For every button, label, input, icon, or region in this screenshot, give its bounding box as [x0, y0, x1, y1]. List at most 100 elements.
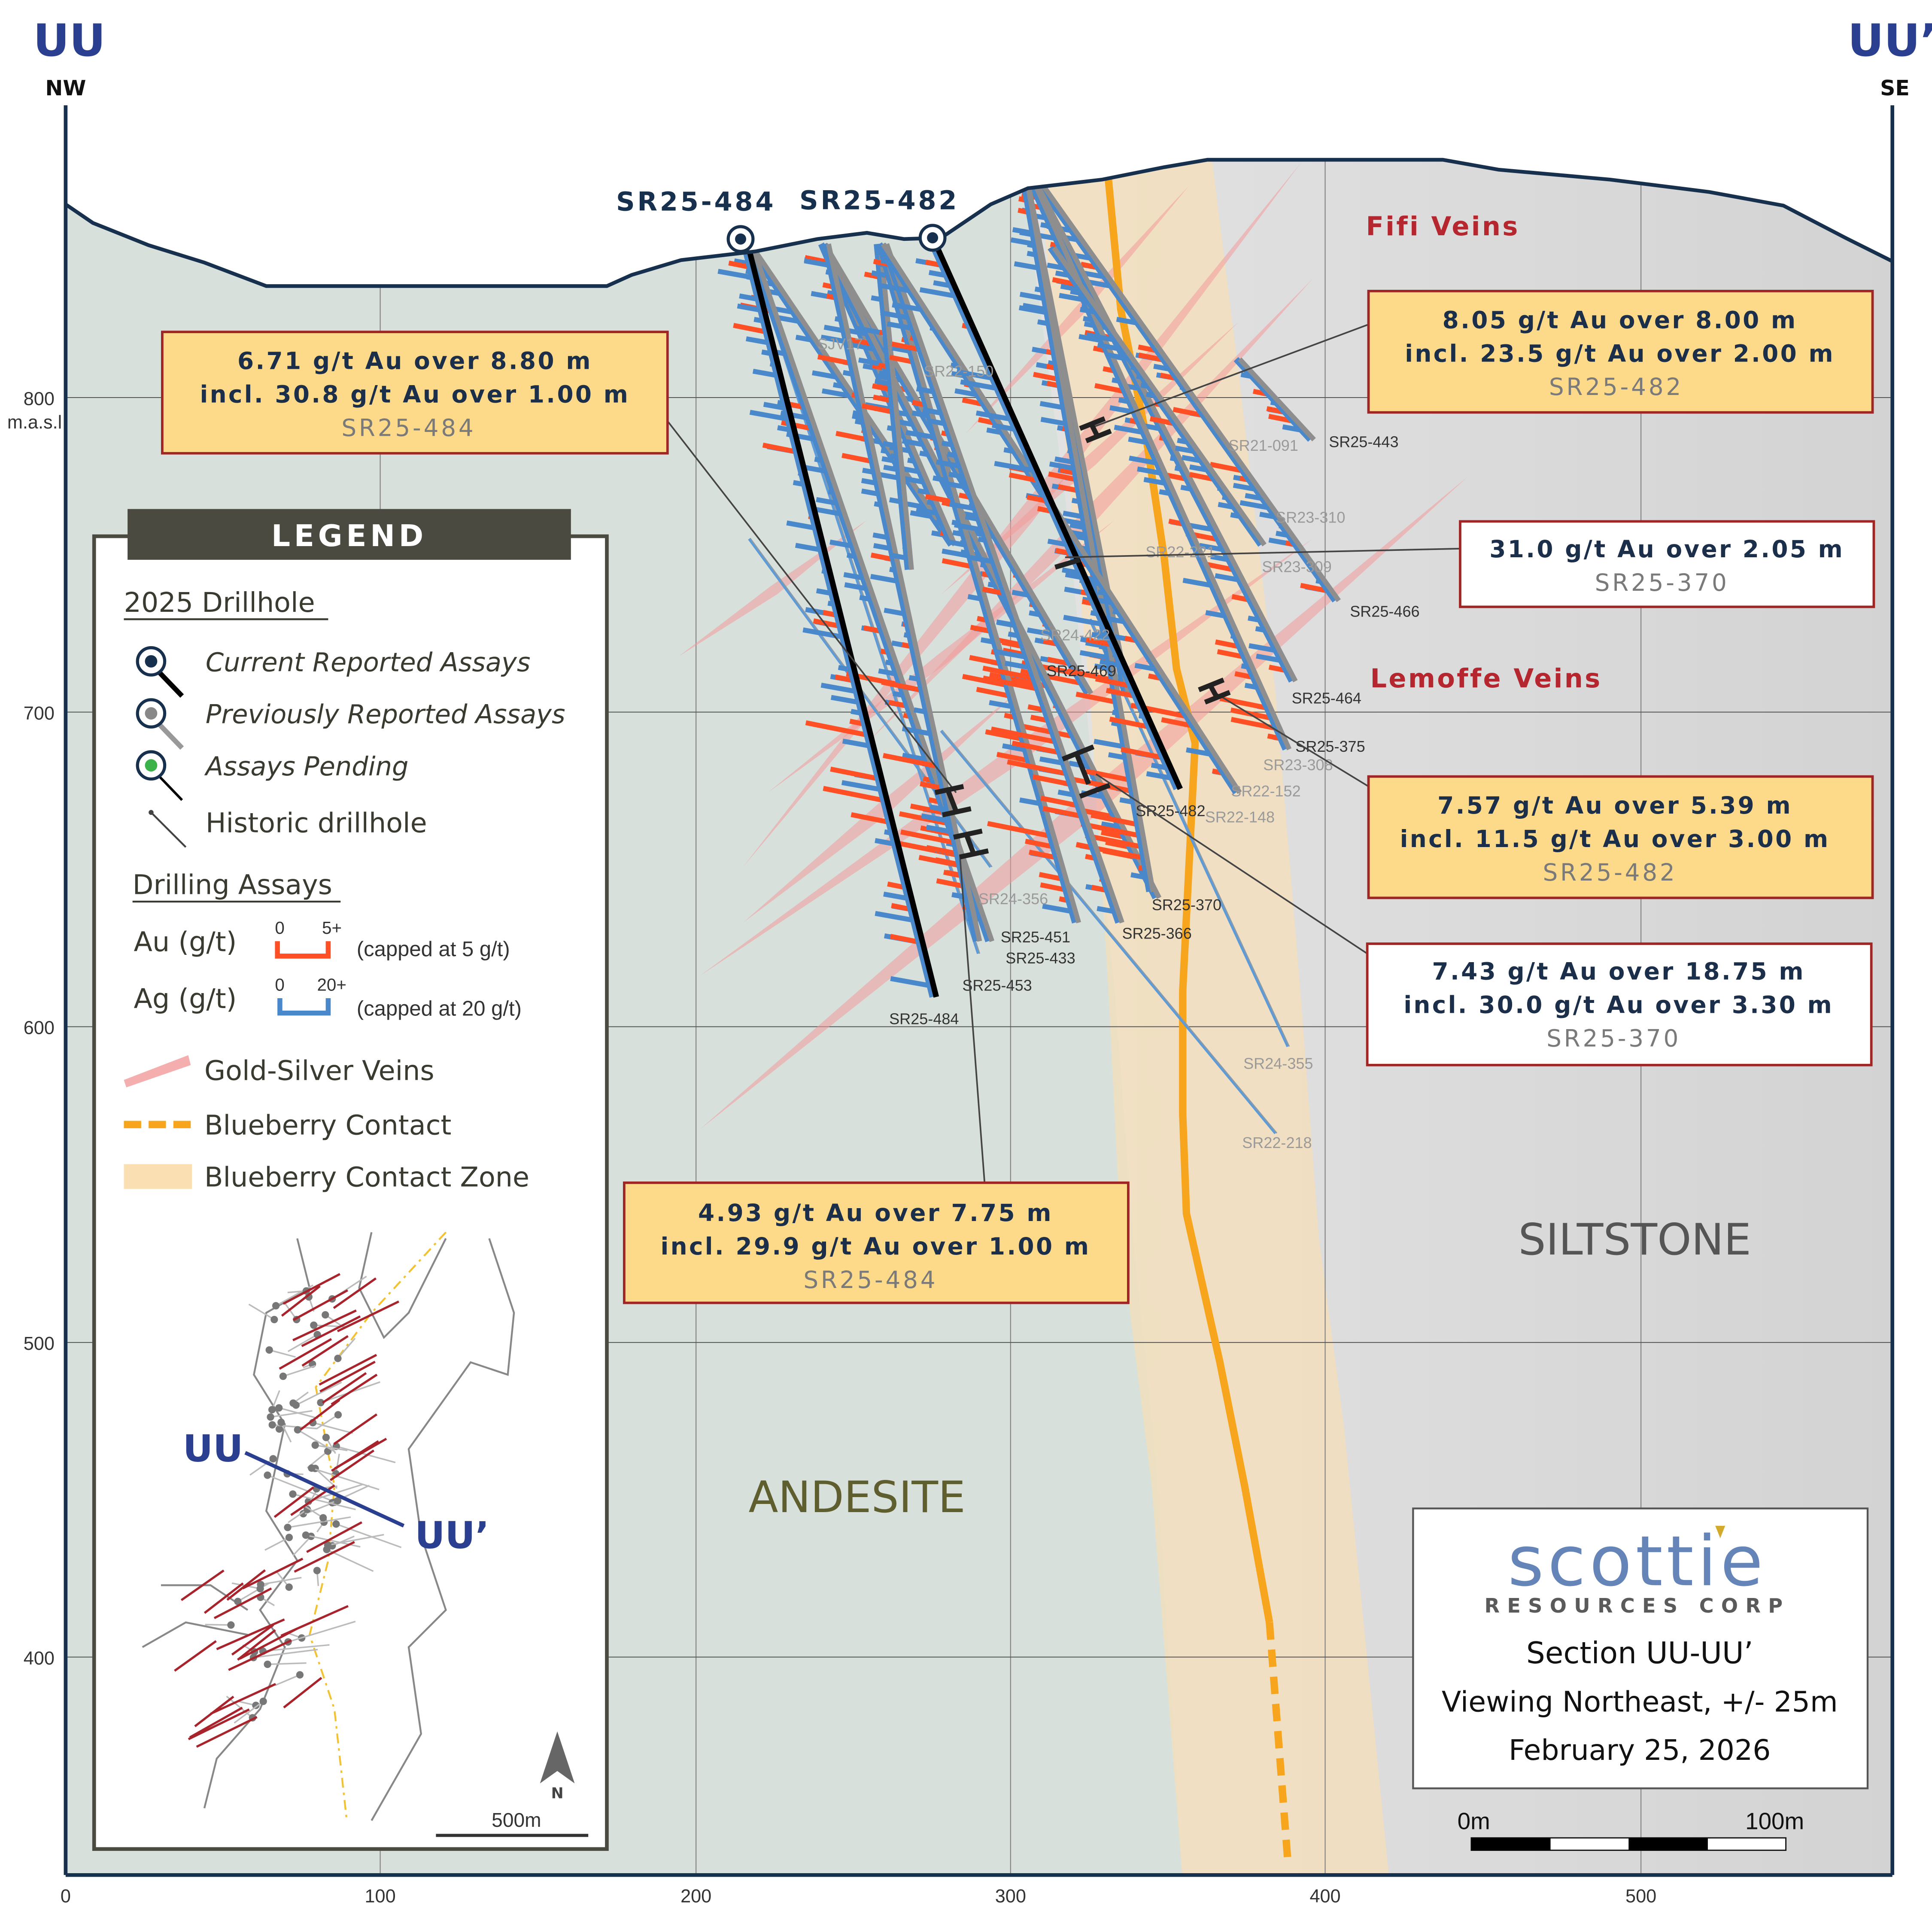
- inset-collar-dot: [234, 1598, 242, 1605]
- north-label: N: [551, 1785, 564, 1802]
- au-assay-bar: [851, 812, 892, 825]
- hole-label: SR25-453: [962, 977, 1032, 994]
- inset-vein: [189, 1707, 243, 1739]
- previous-drillhole-ag: [1016, 160, 1153, 893]
- hole-label: SR25-466: [1350, 603, 1419, 620]
- inset-vein: [337, 1300, 400, 1333]
- inset-collar-dot: [270, 1315, 278, 1324]
- vein-shape: [941, 322, 1239, 595]
- au-assay-bar: [1012, 741, 1063, 756]
- au-assay-bar: [982, 665, 1037, 681]
- inset-vein: [280, 1605, 349, 1637]
- inset-vein: [194, 1695, 234, 1727]
- inset-collar-dot: [322, 1434, 330, 1441]
- inset-vein: [210, 1683, 276, 1715]
- current-drillhole-ag: [930, 244, 1179, 790]
- previous-drillhole: [878, 243, 914, 570]
- y-unit: m.a.s.l: [7, 412, 62, 433]
- callout-line2: incl. 23.5 g/t Au over 2.00 m: [1405, 340, 1835, 367]
- legend-au-max: 5+: [322, 918, 342, 938]
- inset-collar-dot: [302, 1531, 310, 1539]
- hole-label: SR21-091: [1229, 437, 1298, 454]
- inset-uu-prime-label: UU’: [415, 1514, 489, 1557]
- inset-drill-trace: [305, 1534, 361, 1548]
- ag-assay-bar: [749, 410, 791, 422]
- inset-drill-trace: [328, 1534, 384, 1546]
- callout-line1: 31.0 g/t Au over 2.05 m: [1489, 535, 1844, 563]
- x-tick: 300: [995, 1886, 1026, 1907]
- callout-line2: incl. 29.9 g/t Au over 1.00 m: [661, 1233, 1091, 1260]
- callout-hole: SR25-370: [1595, 569, 1729, 596]
- legend: LEGEND 2025 Drillhole Current Reported A…: [92, 509, 609, 1851]
- previous-assays-icon: [136, 698, 184, 750]
- legend-veins: Gold-Silver Veins: [204, 1054, 434, 1086]
- andesite-label: ANDESITE: [748, 1472, 965, 1522]
- previous-drillhole-ag: [874, 243, 911, 570]
- au-assay-bar: [1121, 747, 1166, 761]
- legend-ag-note: (capped at 20 g/t): [357, 997, 522, 1020]
- au-assay-bar: [985, 729, 1025, 742]
- au-assay-bar: [823, 786, 887, 803]
- current-drillhole-ag: [741, 244, 936, 998]
- inset-vein: [331, 1440, 379, 1472]
- inset-drill-trace: [292, 1536, 312, 1556]
- collar-marker-sr25-482[interactable]: [918, 224, 947, 252]
- previous-drillhole: [1021, 160, 1341, 602]
- inset-collar-dot: [284, 1524, 292, 1531]
- inset-drill-trace: [253, 1649, 318, 1659]
- au-assay-bar: [882, 753, 941, 769]
- logo-accent-icon: [1715, 1525, 1725, 1538]
- inset-drill-trace: [288, 1509, 308, 1523]
- callout-hole: SR25-484: [803, 1266, 938, 1294]
- legend-ag-max: 20+: [317, 975, 346, 995]
- au-assay-bar: [987, 821, 1053, 839]
- au-assay-bar: [881, 680, 925, 693]
- callout-sr25-482-lower: 7.57 g/t Au over 5.39 m incl. 11.5 g/t A…: [1367, 775, 1874, 899]
- callout-line1: 7.43 g/t Au over 18.75 m: [1432, 958, 1805, 985]
- collar-marker-sr25-484[interactable]: [726, 225, 755, 253]
- au-assay-bar: [1040, 796, 1081, 809]
- location-inset-map: [142, 1231, 515, 1821]
- previous-drillhole-ag: [1048, 246, 1264, 547]
- inset-drill-trace: [315, 1444, 348, 1452]
- inset-collar-dot: [272, 1302, 280, 1309]
- inset-drill-trace: [275, 1674, 301, 1686]
- inset-vein: [333, 1277, 377, 1309]
- hole-label: SR25-451: [1001, 928, 1070, 946]
- logo-wordmark: scottie: [1508, 1521, 1767, 1602]
- callout-hole: SR25-482: [1543, 859, 1677, 886]
- hole-labels: SJV17 SR22-150 SR21-091 SR25-443 SR23-31…: [817, 335, 1420, 1151]
- hole-label: SR22-152: [1231, 782, 1300, 800]
- legend-pending: Assays Pending: [204, 752, 409, 782]
- scale-start: 0m: [1458, 1808, 1490, 1835]
- inset-drill-trace: [234, 1701, 264, 1724]
- x-tick: 0: [61, 1886, 71, 1907]
- inset-drill-trace: [311, 1467, 380, 1491]
- legend-historic: Historic drillhole: [206, 807, 427, 838]
- previous-drillhole: [826, 243, 982, 942]
- hole-label: SR25-482: [1136, 802, 1205, 820]
- inset-vein: [213, 1587, 272, 1619]
- inset-drill-trace: [283, 1365, 316, 1377]
- hole-label: SR24-355: [1243, 1054, 1313, 1072]
- inset-vein: [331, 1373, 378, 1406]
- legend-au-label: Au (g/t): [134, 926, 237, 957]
- legend-contact-zone: Blueberry Contact Zone: [204, 1161, 529, 1193]
- historic-drillhole: [940, 729, 1277, 1134]
- ag-assay-bar: [1063, 615, 1106, 627]
- hole-label: SR25-370: [1152, 896, 1221, 914]
- inset-collar-dot: [311, 1441, 319, 1449]
- previous-drillhole-ag: [822, 243, 979, 942]
- inset-vein: [322, 1372, 367, 1404]
- au-assay-bar: [982, 675, 1041, 692]
- inset-vein: [281, 1285, 321, 1317]
- inset-vein: [329, 1449, 375, 1481]
- callout-sr25-370-upper: 31.0 g/t Au over 2.05 m SR25-370: [1459, 520, 1875, 608]
- callout-line1: 6.71 g/t Au over 8.80 m: [237, 347, 592, 375]
- section-start-label: UU: [33, 15, 106, 67]
- inset-collar-dot: [296, 1671, 304, 1679]
- hole-label: SR23-310: [1276, 508, 1345, 526]
- inset-collar-dot: [289, 1490, 297, 1498]
- x-tick: 200: [680, 1886, 711, 1907]
